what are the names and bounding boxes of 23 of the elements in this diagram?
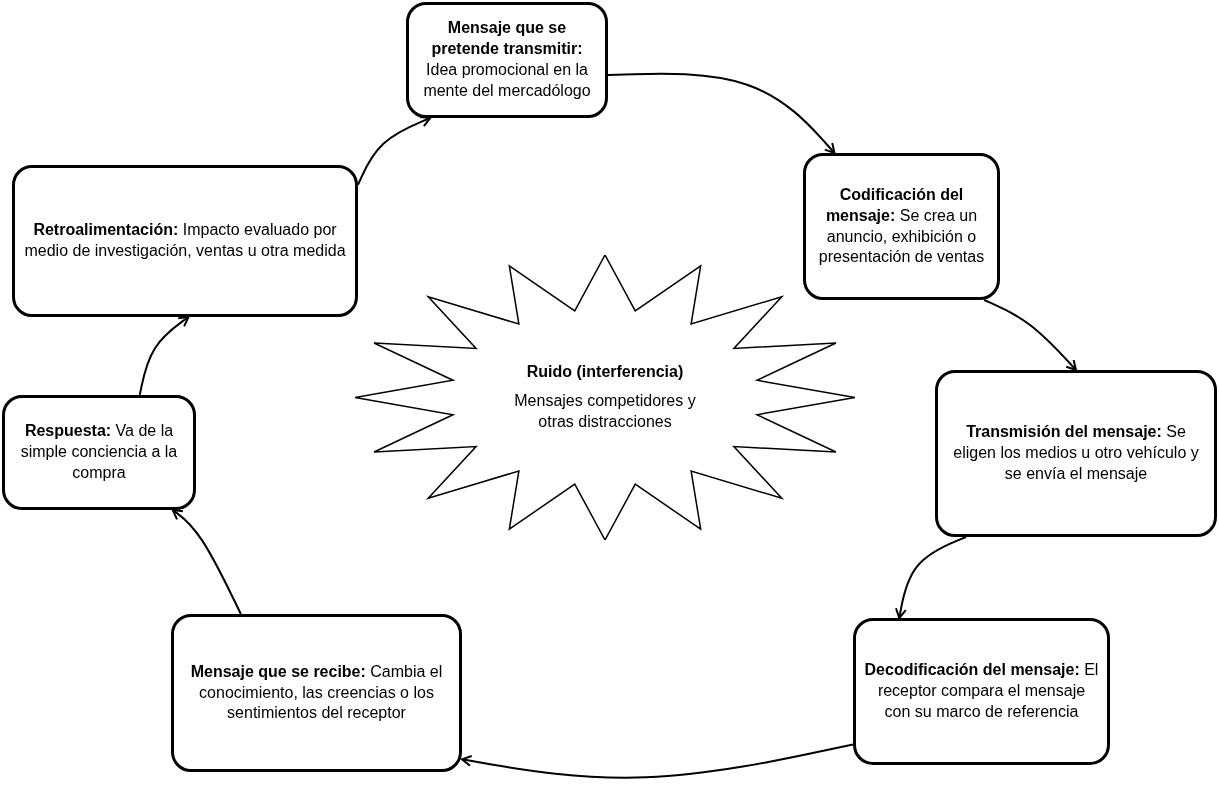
process-box xyxy=(171,614,462,772)
description: Retroalimentación: Impacto evaluado por medio de investigación, ventas u otra medida xyxy=(23,220,347,261)
description: Mensaje que se pretende transmitir: Idea promocional en la mente del mercadólogo xyxy=(422,18,592,101)
description: Transmisión del mensaje: Se eligen los medios u otro vehículo y se envía el mensaje xyxy=(952,422,1200,484)
description: Mensaje que se recibe: Cambia el conocimiento, las creencias o los sentimientos del receptor xyxy=(189,661,444,724)
heading: Ruido (interferencia) xyxy=(526,362,684,383)
curved-arrow xyxy=(357,115,432,186)
process-box xyxy=(406,2,608,118)
process-box xyxy=(935,370,1217,537)
process-box xyxy=(803,153,1000,300)
curved-arrow xyxy=(138,316,190,396)
process-box xyxy=(853,618,1110,765)
curved-arrow xyxy=(983,299,1077,371)
description: Decodificación del mensaje: El receptor compara el mensaje con su marco de referencia xyxy=(864,660,1099,722)
description: Codificación del mensaje: Se crea un anuncio, exhibición o presentación de ventas xyxy=(817,184,986,268)
description: Respuesta: Va de la simple conciencia a la compra xyxy=(19,421,179,483)
process-box xyxy=(2,395,196,510)
curved-arrow xyxy=(607,72,836,154)
curved-arrow xyxy=(895,536,967,619)
curved-arrow xyxy=(461,743,854,779)
curved-arrow xyxy=(171,509,242,615)
process-box xyxy=(12,165,358,317)
description: Mensajes competidores y otras distracciones xyxy=(513,391,697,432)
